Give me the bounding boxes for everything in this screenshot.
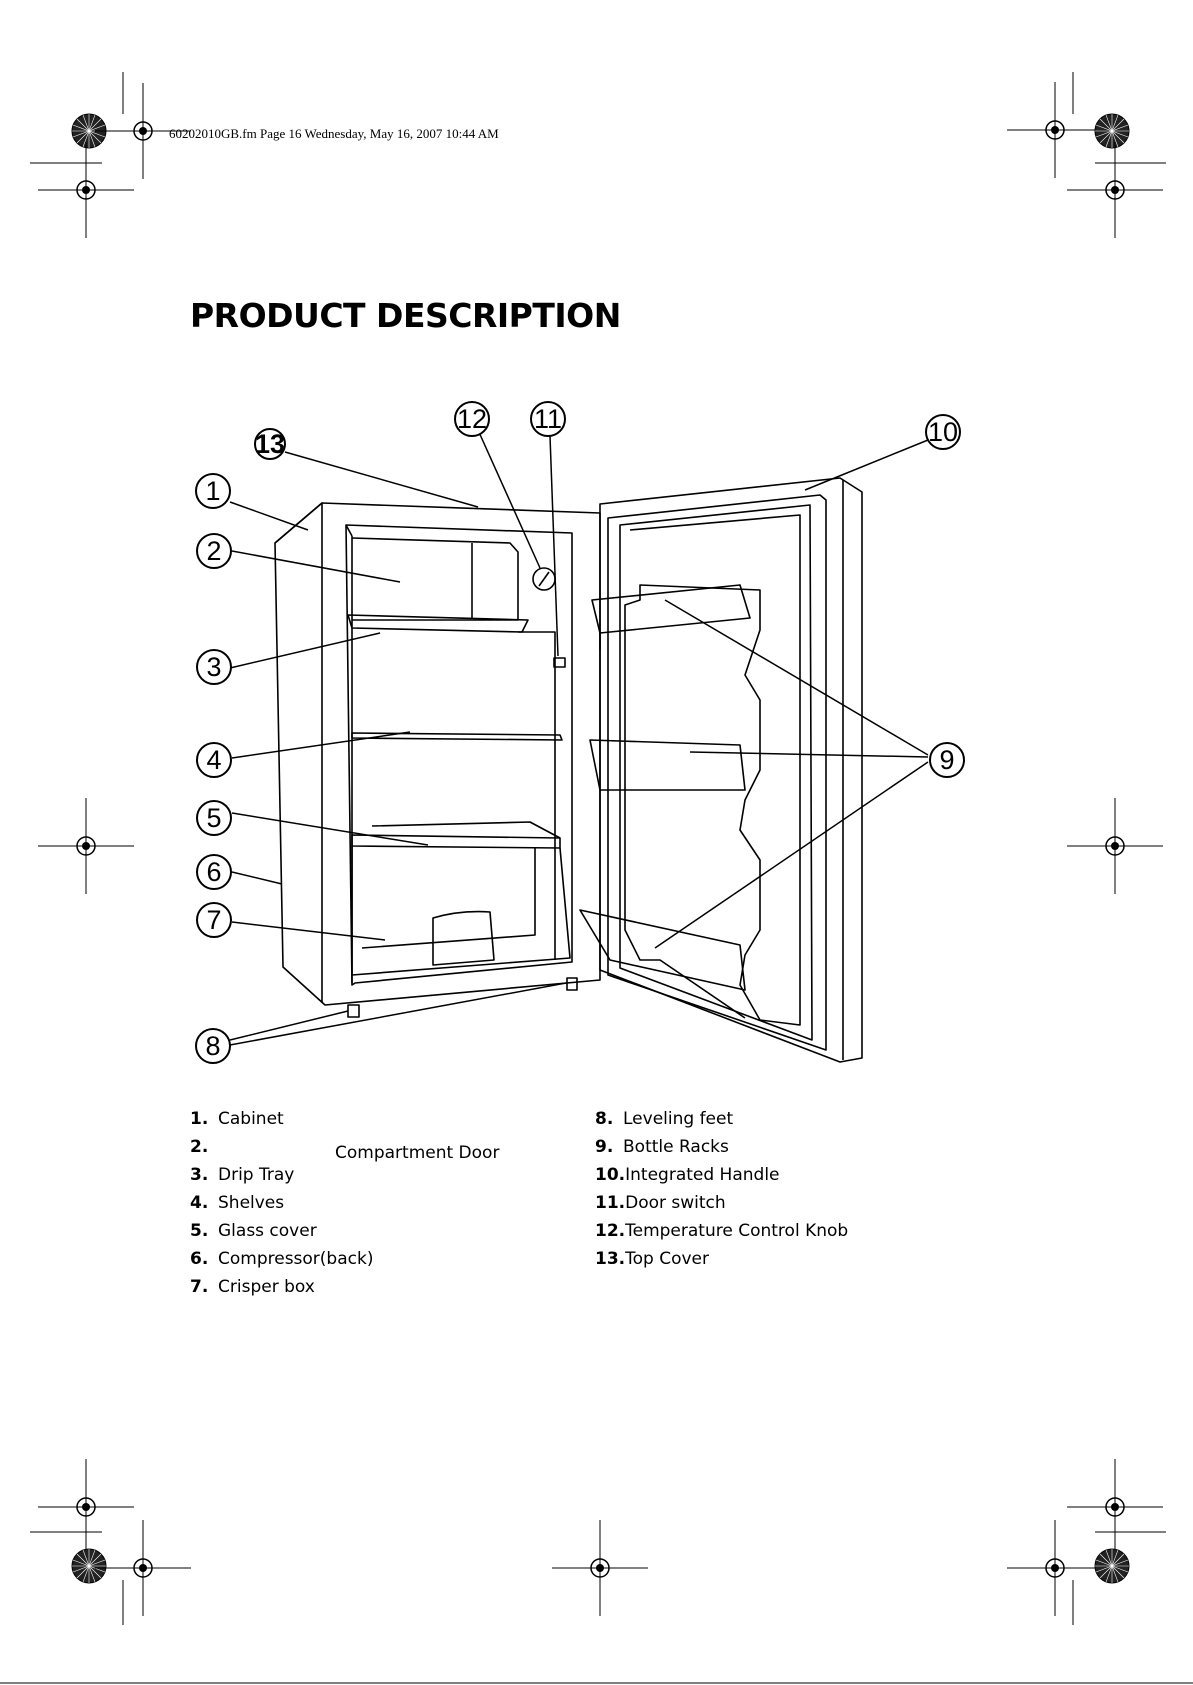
bottle-rack-bottom bbox=[579, 909, 746, 991]
parts-list-right: 8.Leveling feet 9.Bottle Racks 10.Integr… bbox=[595, 1105, 848, 1273]
svg-text:11: 11 bbox=[534, 404, 562, 434]
svg-text:13: 13 bbox=[255, 429, 285, 459]
door-outline bbox=[599, 477, 863, 1063]
list-item: 7.Crisper box bbox=[190, 1277, 315, 1297]
list-item: 6.Compressor(back) bbox=[190, 1249, 374, 1269]
svg-text:4: 4 bbox=[206, 745, 221, 775]
svg-text:12: 12 bbox=[457, 404, 487, 434]
freezer-compartment bbox=[351, 537, 519, 621]
callout-6: 6 bbox=[196, 854, 232, 890]
list-item: 2.Compartment Door bbox=[190, 1133, 499, 1163]
parts-list-left: 1.Cabinet 2.Compartment Door 3.Drip Tray… bbox=[190, 1105, 499, 1301]
list-item: 3.Drip Tray bbox=[190, 1165, 295, 1185]
compartment-door-label: Compartment Door bbox=[335, 1143, 500, 1163]
callout-4: 4 bbox=[196, 742, 232, 778]
callout-5: 5 bbox=[196, 800, 232, 836]
callout-13: 13 bbox=[254, 428, 286, 460]
callout-12: 12 bbox=[454, 401, 490, 437]
callout-3: 3 bbox=[196, 649, 232, 685]
file-info-header: 60202010GB.fm Page 16 Wednesday, May 16,… bbox=[169, 126, 499, 141]
svg-text:6: 6 bbox=[206, 857, 221, 887]
shelf bbox=[351, 732, 563, 741]
list-item: 8.Leveling feet bbox=[595, 1109, 734, 1129]
svg-text:8: 8 bbox=[205, 1031, 220, 1061]
drip-tray bbox=[347, 614, 529, 633]
list-item: 10.Integrated Handle bbox=[595, 1165, 780, 1185]
bottle-rack-middle bbox=[589, 739, 746, 791]
list-item: 12.Temperature Control Knob bbox=[595, 1221, 849, 1241]
page-title: PRODUCT DESCRIPTION bbox=[190, 296, 621, 335]
list-item: 9.Bottle Racks bbox=[595, 1137, 729, 1157]
svg-text:7: 7 bbox=[206, 905, 221, 935]
cabinet-outline bbox=[274, 502, 601, 1006]
callout-1: 1 bbox=[195, 473, 231, 509]
callout-7: 7 bbox=[196, 902, 232, 938]
svg-text:9: 9 bbox=[939, 745, 954, 775]
list-item: 4.Shelves bbox=[190, 1193, 285, 1213]
callout-11: 11 bbox=[530, 401, 566, 437]
callout-9: 9 bbox=[929, 742, 965, 778]
svg-text:10: 10 bbox=[928, 417, 958, 447]
bottle-rack-top bbox=[591, 584, 751, 634]
list-item: 11.Door switch bbox=[595, 1193, 726, 1213]
svg-text:3: 3 bbox=[206, 652, 221, 682]
leveling-foot bbox=[347, 1004, 360, 1018]
svg-text:5: 5 bbox=[206, 803, 221, 833]
cabinet-liner bbox=[345, 524, 573, 986]
list-item: 5.Glass cover bbox=[190, 1221, 317, 1241]
callout-8: 8 bbox=[195, 1028, 231, 1064]
svg-text:1: 1 bbox=[205, 476, 220, 506]
door-gasket bbox=[607, 494, 827, 1051]
list-item: 13.Top Cover bbox=[595, 1249, 709, 1269]
callout-10: 10 bbox=[925, 414, 961, 450]
svg-text:2: 2 bbox=[206, 536, 221, 566]
list-item: 1.Cabinet bbox=[190, 1109, 284, 1129]
crisper-box bbox=[351, 846, 571, 976]
callout-2: 2 bbox=[196, 533, 232, 569]
door-switch bbox=[553, 657, 566, 668]
